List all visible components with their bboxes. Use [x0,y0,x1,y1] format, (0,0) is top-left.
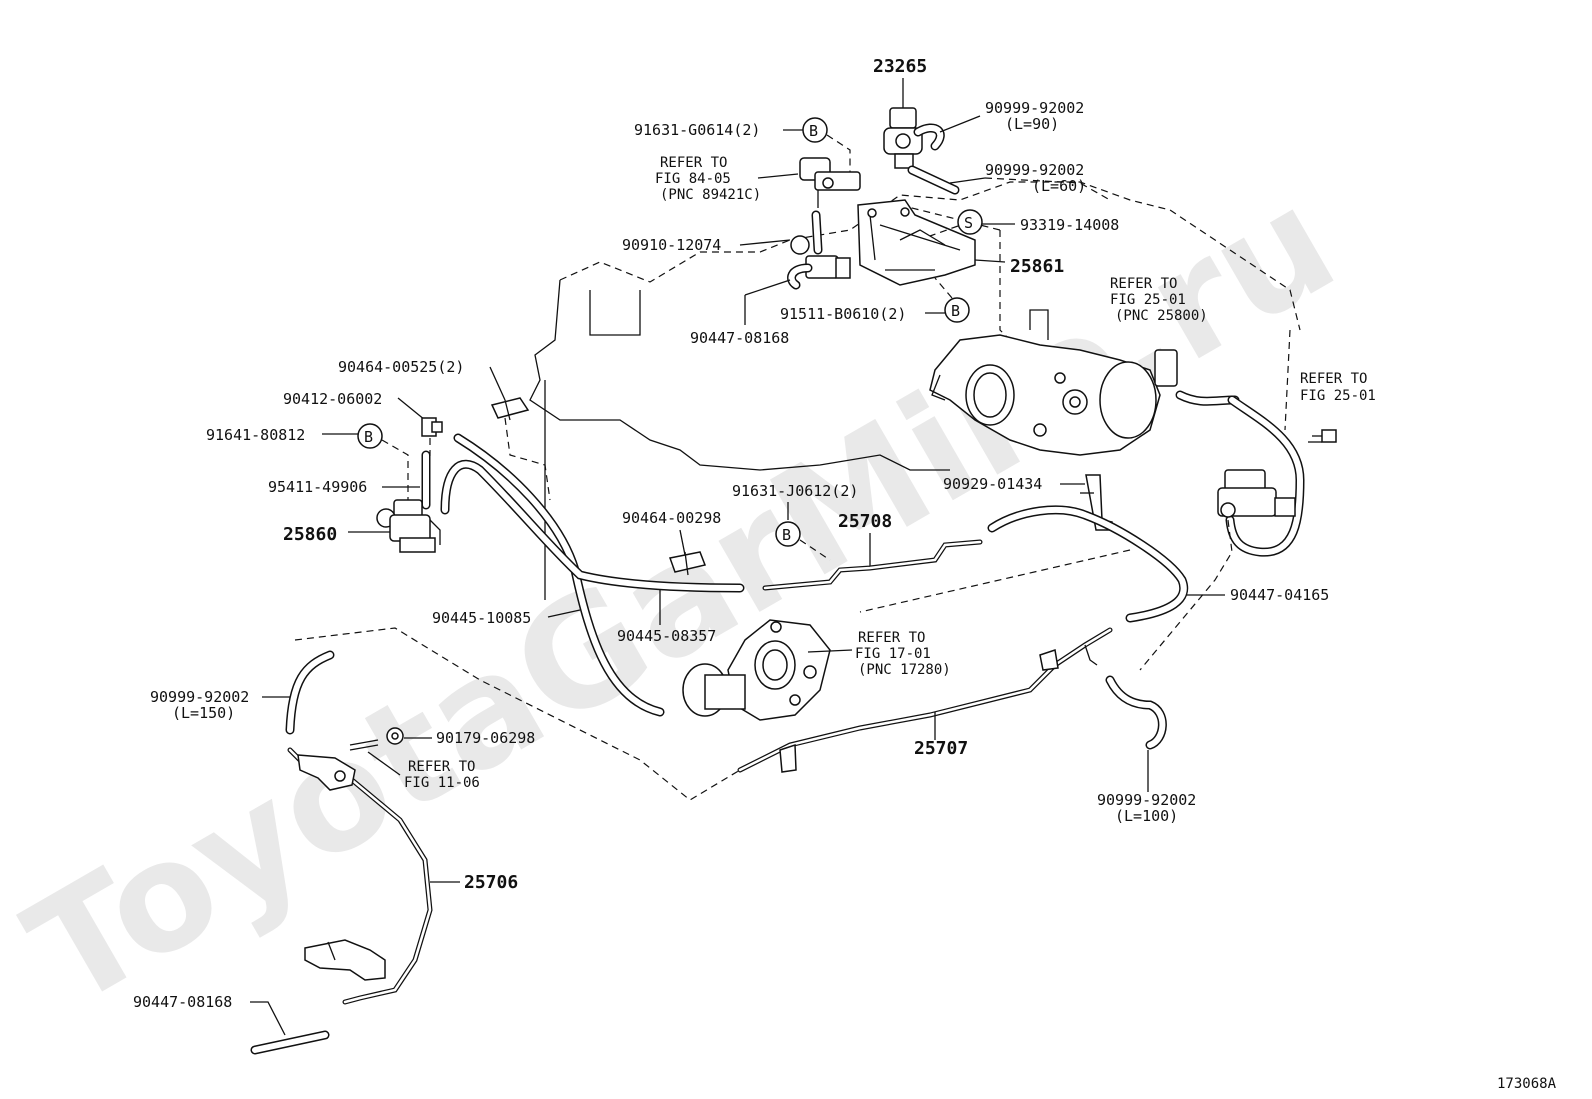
part-25707-label: 25707 [914,738,968,759]
part-90464-00525-label: 90464-00525(2) [338,358,464,376]
bracket-90929 [1080,474,1113,531]
part-90447-08168-bot-label: 90447-08168 [133,993,232,1011]
pipe-25706-brackets [297,754,386,981]
part-23265-label: 23265 [873,56,927,77]
refer-25-line1: REFER TO [1110,276,1177,292]
part-90179-06298-label: 90179-06298 [436,729,535,747]
stud-bolt [349,727,404,751]
b-marker-icon-4 [775,521,801,547]
refer-25b-line2: FIG 25-01 [1300,388,1376,404]
b-marker-text: B [809,122,818,140]
part-90999-92002-d-label: 90999-92002 [1097,791,1196,809]
s-marker-icon [957,209,983,235]
part-90999-92002-c-label: 90999-92002 [150,688,249,706]
vsv-valve-right [1217,469,1296,518]
b-marker-text-3: B [364,428,373,446]
part-90999-92002-a-label: 90999-92002 [985,99,1084,117]
vsv-25860 [376,499,441,553]
engine-outline [529,181,1301,600]
refer-11-line2: FIG 11-06 [404,775,480,791]
part-90999-92002-a-length: (L=90) [1005,115,1059,133]
refer-11-line1: REFER TO [408,759,475,775]
b-marker-text-4: B [782,526,791,544]
part-93319-14008-label: 93319-14008 [1020,216,1119,234]
throttle-assembly-right [929,309,1240,456]
b-marker-icon-3 [357,423,383,449]
refer-25-line2: FIG 25-01 [1110,292,1186,308]
part-90412-06002-label: 90412-06002 [283,390,382,408]
part-90910-12074-label: 90910-12074 [622,236,721,254]
refer-84-line1: REFER TO [660,155,727,171]
refer-84-line3: (PNC 89421C) [660,187,761,203]
refer-17-line1: REFER TO [858,630,925,646]
b-marker-icon [802,117,828,143]
part-25860-label: 25860 [283,524,337,545]
vsv-valve-top [787,210,851,290]
refer-84-line2: FIG 84-05 [655,171,731,187]
b-marker-icon-2 [944,297,970,323]
part-90445-10085-label: 90445-10085 [432,609,531,627]
refer-25-line3: (PNC 25800) [1115,308,1208,324]
part-25861-label: 25861 [1010,256,1064,277]
figure-code: 173068A [1497,1076,1557,1092]
bolt-icon [1308,429,1337,443]
s-marker-text: S [964,214,973,232]
part-90929-01434-label: 90929-01434 [943,475,1042,493]
part-90447-04165-label: 90447-04165 [1230,586,1329,604]
part-91631-g0614-label: 91631-G0614(2) [634,121,760,139]
part-91641-80812-label: 91641-80812 [206,426,305,444]
part-25708-label: 25708 [838,511,892,532]
part-90999-92002-c-length: (L=150) [172,704,235,722]
part-90999-92002-b-length: (L=60) [1032,177,1086,195]
part-90445-08357-label: 90445-08357 [617,627,716,645]
refer-25b-line1: REFER TO [1300,371,1367,387]
b-marker-text-2: B [951,302,960,320]
refer-17-line2: FIG 17-01 [855,646,931,662]
vacuum-sensor-84 [799,157,861,208]
part-90999-92002-d-length: (L=100) [1115,807,1178,825]
throttle-body-17-01 [682,619,831,721]
part-95411-49906-label: 95411-49906 [268,478,367,496]
bracket-25861 [857,199,976,286]
part-91511-b0610-label: 91511-B0610(2) [780,305,906,323]
part-91631-j0612-label: 91631-J0612(2) [732,482,858,500]
part-25706-label: 25706 [464,872,518,893]
clamp-90464-00298 [669,551,707,576]
part-90999-92002-b-label: 90999-92002 [985,161,1084,179]
part-90447-08168-top-label: 90447-08168 [690,329,789,347]
sensor-23265 [883,78,1111,201]
refer-17-line3: (PNC 17280) [858,662,951,678]
fitting-90412 [421,417,443,437]
part-90464-00298-label: 90464-00298 [622,509,721,527]
clamp-90464-00525 [490,397,530,421]
pipe-25707-brackets [779,644,1098,773]
